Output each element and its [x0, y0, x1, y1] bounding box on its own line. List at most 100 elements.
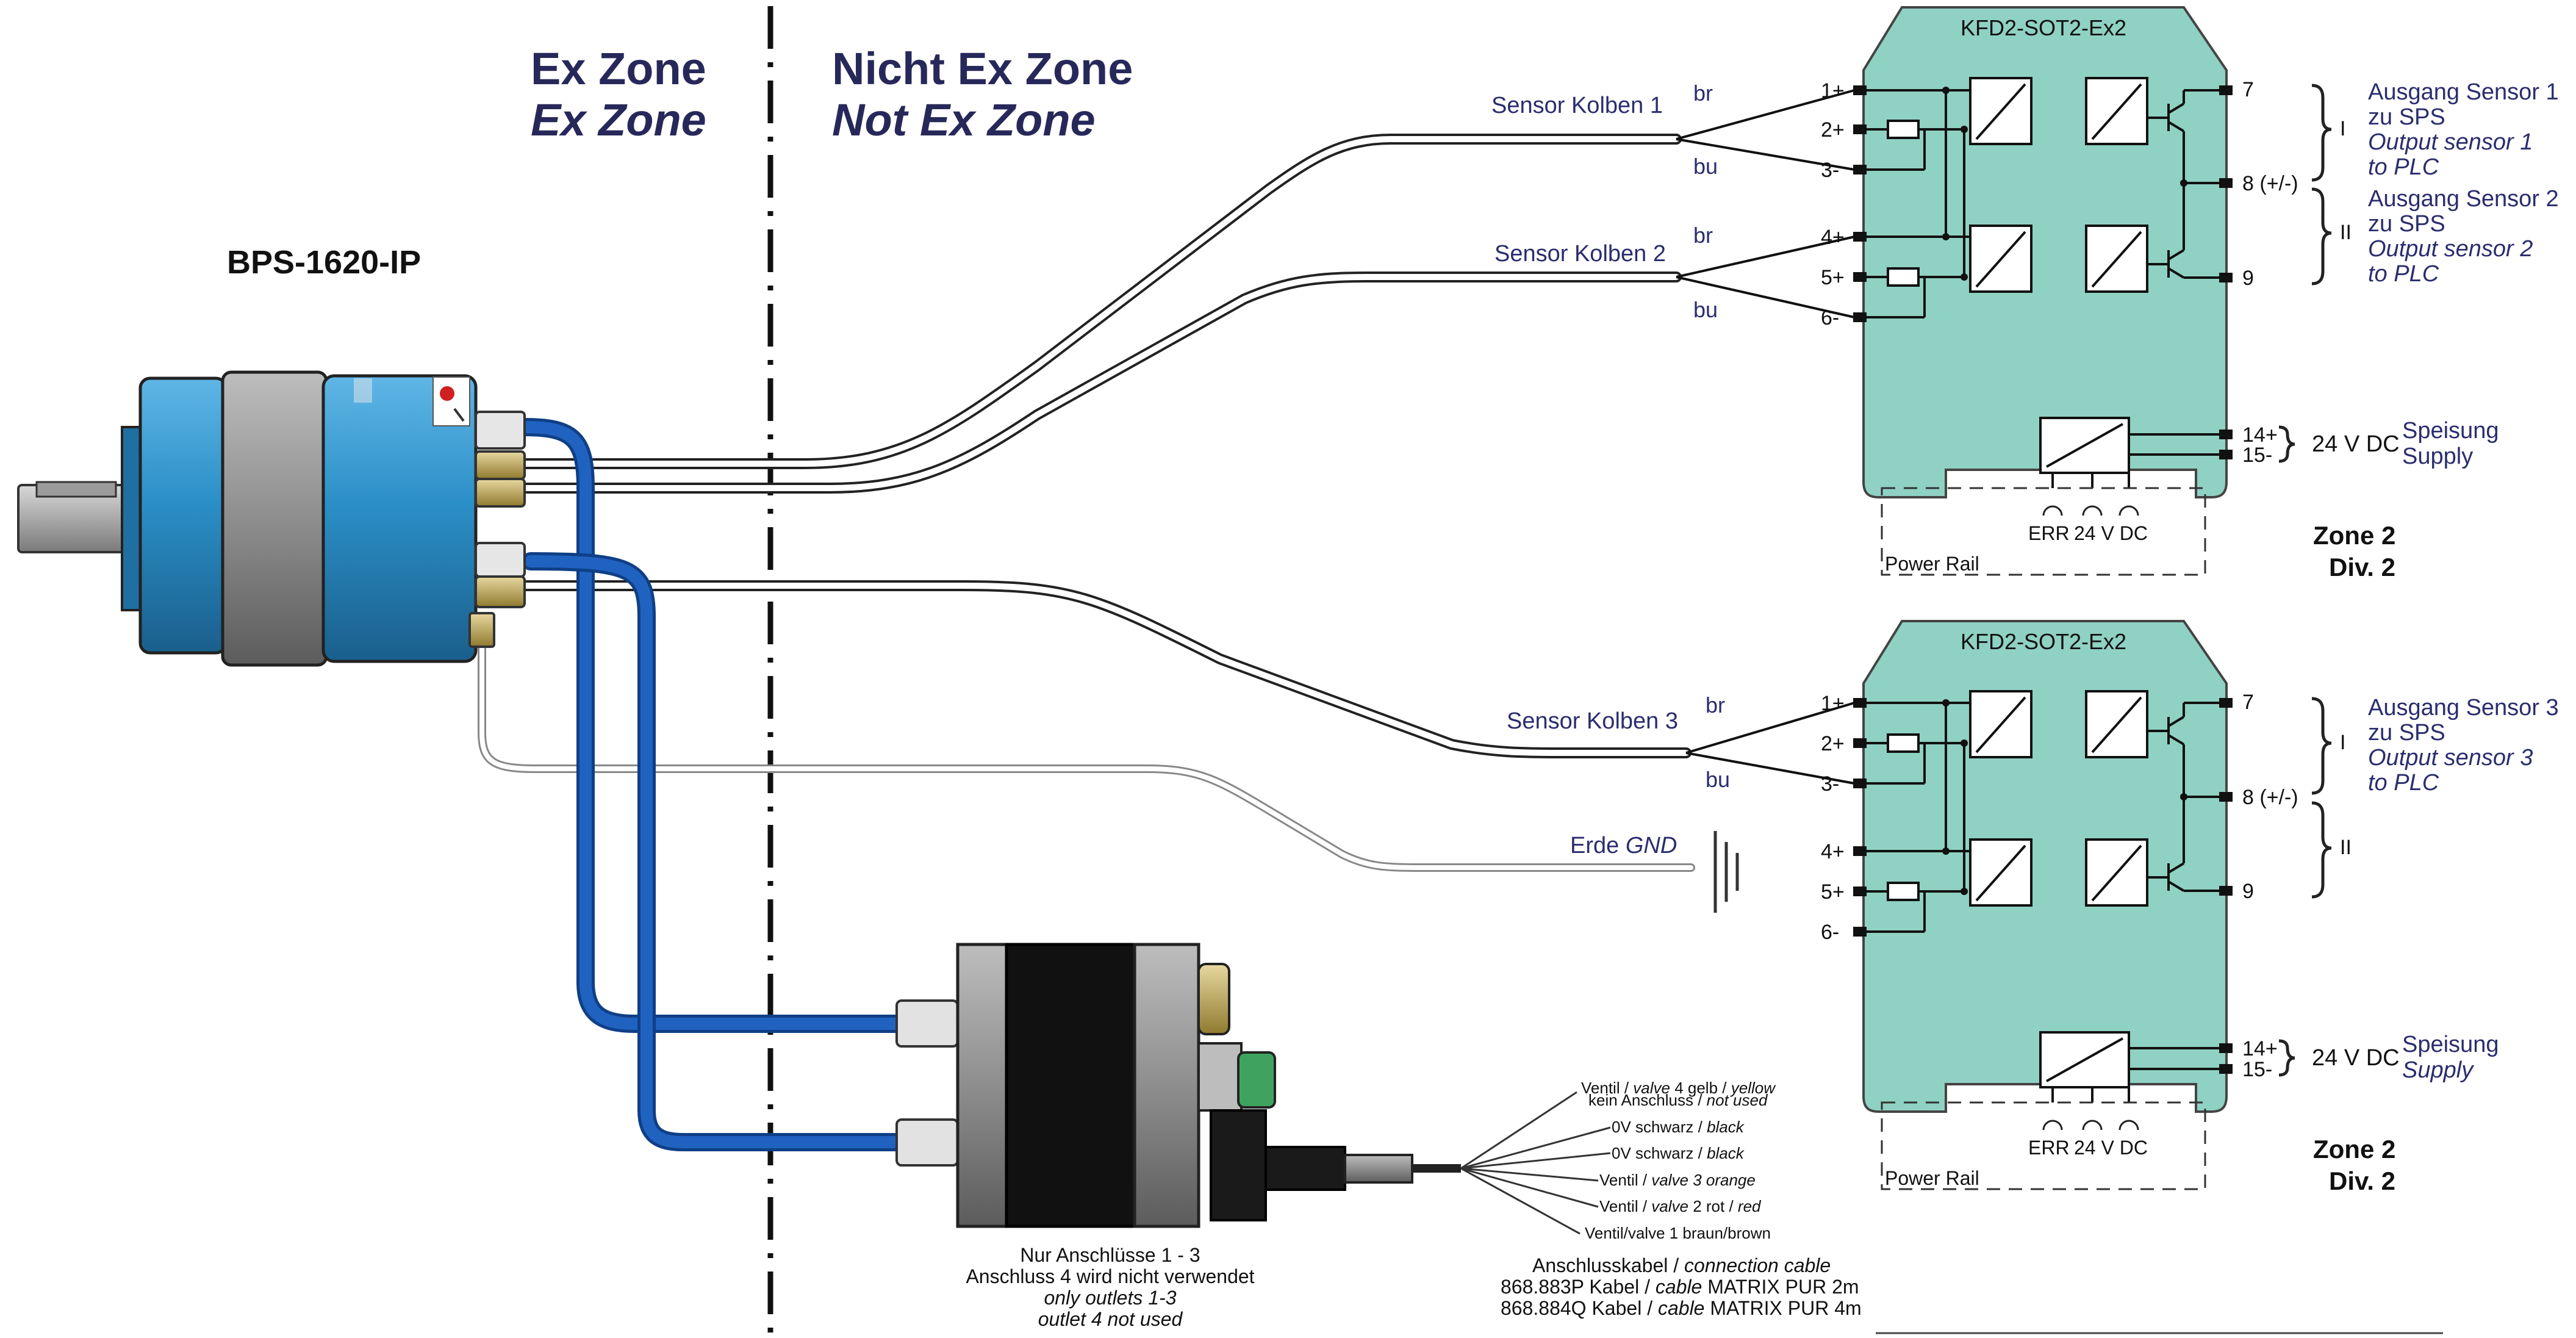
valve-note-4: outlet 4 not used	[1038, 1308, 1183, 1330]
svg-text:to PLC: to PLC	[2368, 154, 2439, 180]
barrier-1-supply-voltage: 24 V DC	[2312, 431, 2400, 457]
barrier-1-div: Div. 2	[2329, 553, 2395, 581]
valve-block	[895, 943, 1461, 1228]
barrier-1: KFD2-SOT2-Ex2	[1821, 6, 2559, 581]
barrier-1-output-1-label: Ausgang Sensor 1 zu SPS Output sensor 1 …	[2368, 79, 2559, 180]
barrier-2-term-8: 8 (+/-)	[2242, 786, 2298, 809]
barrier-1-term-8: 8 (+/-)	[2242, 172, 2298, 195]
barrier-1-roman-1: I	[2340, 117, 2345, 140]
barrier-2-term-1: 1+	[1821, 692, 1845, 715]
ex-zone-en: Ex Zone	[531, 95, 706, 145]
wire-bu-2: bu	[1693, 297, 1718, 322]
barrier-2-output-1-label: Ausgang Sensor 3 zu SPS Output sensor 3 …	[2368, 695, 2559, 796]
barrier-1-term-9: 9	[2242, 267, 2254, 290]
barrier-2-term-3: 3-	[1821, 772, 1839, 796]
nonex-zone-de: Nicht Ex Zone	[832, 43, 1133, 94]
connection-cable-info: Anschlusskabel / connection cable 868.88…	[1501, 1254, 1862, 1319]
barrier-1-term-4: 4+	[1821, 226, 1845, 249]
wire-label-2: Ventil / valve 2 rot / red	[1599, 1197, 1762, 1215]
ground-label: Erde GND	[1570, 833, 1677, 858]
barrier-1-circuit	[1859, 89, 2226, 488]
ground-label-de: Erde	[1570, 833, 1619, 858]
barrier-2-term-2: 2+	[1821, 732, 1845, 755]
barrier-1-power-rail: Power Rail	[1885, 553, 1979, 575]
barrier-1-term-5: 5+	[1821, 266, 1845, 289]
wire-label-0v-a: 0V schwarz / black	[1612, 1118, 1745, 1136]
barrier-2-div: Div. 2	[2329, 1167, 2395, 1195]
valve-note-1: Nur Anschlüsse 1 - 3	[1020, 1244, 1200, 1266]
barrier-1-term-14: 14+	[2242, 423, 2278, 447]
ex-zone-title: Ex Zone Ex Zone	[531, 43, 706, 145]
connection-cable-line2: 868.884Q Kabel / cable MATRIX PUR 4m	[1501, 1297, 1862, 1319]
barrier-2-term-4: 4+	[1821, 840, 1845, 863]
barrier-1-leds	[2042, 505, 2139, 516]
svg-text:zu SPS: zu SPS	[2368, 104, 2445, 130]
svg-text:Output sensor 3: Output sensor 3	[2368, 745, 2533, 771]
wire-label-4: Ventil / valve 4 gelb / yellow	[1581, 1079, 1776, 1097]
barrier-2-term-9: 9	[2242, 880, 2254, 903]
barrier-2-term-6: 6-	[1821, 921, 1839, 944]
valve-note-3: only outlets 1-3	[1044, 1287, 1176, 1309]
barrier-2-leds	[2042, 1120, 2139, 1131]
barrier-1-term-2: 2+	[1821, 118, 1845, 142]
barrier-2-supply-en: Supply	[2402, 1057, 2474, 1083]
svg-text:Output sensor 1: Output sensor 1	[2368, 129, 2533, 155]
wire-br-1: br	[1693, 81, 1713, 106]
blue-tubes	[515, 418, 924, 1151]
barrier-1-term-7: 7	[2242, 78, 2254, 101]
wire-br-3: br	[1706, 692, 1725, 718]
wire-label-3: Ventil / valve 3 orange	[1599, 1171, 1756, 1189]
svg-text:Ausgang Sensor 3: Ausgang Sensor 3	[2368, 695, 2559, 721]
ground-label-en: GND	[1626, 833, 1677, 858]
barrier-2-roman-2: II	[2340, 836, 2352, 859]
encoder-device	[17, 370, 526, 667]
wire-bu-3: bu	[1706, 767, 1730, 792]
svg-text:Ausgang Sensor 1: Ausgang Sensor 1	[2368, 79, 2559, 105]
wire-label-0v-b: 0V schwarz / black	[1612, 1144, 1745, 1162]
connection-cable-title: Anschlusskabel / connection cable	[1532, 1254, 1831, 1276]
barrier-2-circuit	[1859, 702, 2226, 1102]
wire-label-not-used: kein Anschluss / not used	[1588, 1091, 1768, 1109]
barrier-2-term-15: 15-	[2242, 1058, 2272, 1081]
ex-zone-de: Ex Zone	[531, 43, 706, 94]
barrier-2-term-14: 14+	[2242, 1037, 2278, 1060]
barrier-2-led-err: ERR	[2028, 1137, 2070, 1159]
sensor-cables	[478, 134, 1695, 872]
wire-label-1: Ventil/valve 1 braun/brown	[1585, 1224, 1771, 1242]
barrier-1-led-err: ERR	[2028, 522, 2070, 544]
valve-note-2: Anschluss 4 wird nicht verwendet	[966, 1265, 1254, 1287]
nonex-zone-en: Not Ex Zone	[832, 95, 1096, 145]
wire-fanouts	[1676, 89, 1855, 785]
barrier-1-supply-de: Speisung	[2402, 418, 2499, 444]
connection-cable-line1: 868.883P Kabel / cable MATRIX PUR 2m	[1501, 1276, 1859, 1298]
barrier-2-zone: Zone 2	[2313, 1135, 2395, 1164]
barrier-1-model: KFD2-SOT2-Ex2	[1961, 15, 2126, 40]
svg-text:zu SPS: zu SPS	[2368, 211, 2445, 237]
barrier-2-term-5: 5+	[1821, 880, 1845, 904]
wire-br-2: br	[1693, 223, 1713, 248]
barrier-1-braces	[2278, 84, 2332, 463]
barrier-1-term-3: 3-	[1821, 159, 1839, 182]
encoder-connectors	[468, 411, 526, 648]
ground-icon	[1713, 831, 1739, 913]
warning-label-icon	[432, 376, 470, 426]
valve-notes: Nur Anschlüsse 1 - 3 Anschluss 4 wird ni…	[966, 1244, 1254, 1330]
barrier-2-led-24v: 24 V DC	[2074, 1137, 2148, 1159]
svg-text:zu SPS: zu SPS	[2368, 720, 2445, 746]
barrier-2-braces	[2278, 697, 2332, 1077]
barrier-2-term-7: 7	[2242, 691, 2254, 714]
barrier-2-supply-voltage: 24 V DC	[2312, 1045, 2400, 1071]
svg-text:Output sensor 2: Output sensor 2	[2368, 236, 2533, 262]
cable-label-sensor3: Sensor Kolben 3	[1507, 708, 1678, 734]
barrier-2-power-rail: Power Rail	[1885, 1167, 1979, 1189]
barrier-1-roman-2: II	[2340, 221, 2352, 244]
barrier-1-output-2-label: Ausgang Sensor 2 zu SPS Output sensor 2 …	[2368, 186, 2559, 287]
cable-label-sensor2: Sensor Kolben 2	[1494, 241, 1666, 267]
barrier-2-supply-de: Speisung	[2402, 1032, 2499, 1057]
device-name: BPS-1620-IP	[227, 244, 421, 281]
wire-bu-1: bu	[1693, 154, 1718, 179]
nonex-zone-title: Nicht Ex Zone Not Ex Zone	[832, 43, 1133, 145]
barrier-1-supply-en: Supply	[2402, 444, 2473, 469]
barrier-2-roman-1: I	[2340, 731, 2345, 754]
